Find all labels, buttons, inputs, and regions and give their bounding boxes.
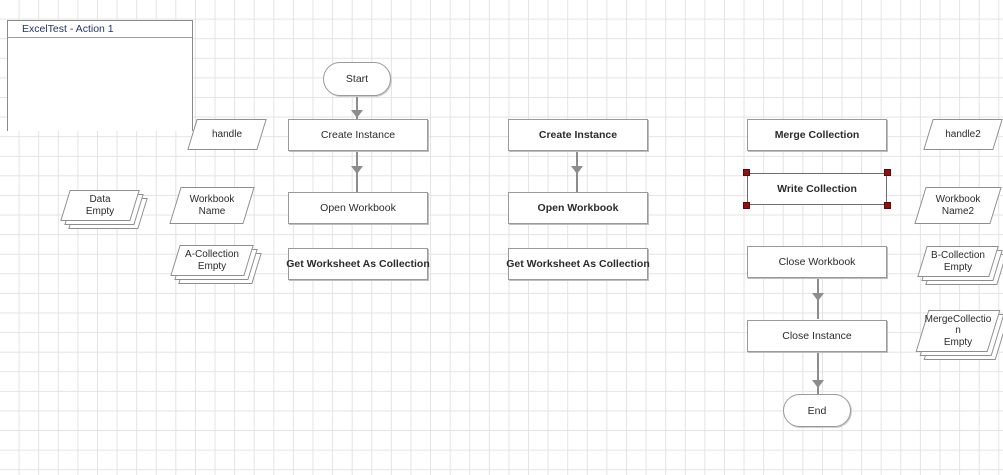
node-col3-write-collection[interactable]: Write Collection	[747, 173, 887, 205]
data-shape-handle2[interactable]: handle2	[923, 119, 1003, 150]
selection-handle-top-left[interactable]	[743, 169, 750, 176]
node-col1-create-instance-label: Create Instance	[320, 128, 396, 141]
node-col2-get-worksheet-as-collection-label: Get Worksheet As Collection	[506, 257, 650, 270]
arrowhead-col2-create-to-open	[571, 166, 583, 174]
data-shape-data-empty-label: Data Empty	[85, 194, 115, 217]
arrowhead-close-instance-to-end	[812, 380, 824, 388]
action-window-body[interactable]	[8, 38, 192, 131]
selection-handle-bottom-right[interactable]	[884, 202, 891, 209]
node-col1-get-worksheet-as-collection-label: Get Worksheet As Collection	[286, 257, 430, 270]
node-col2-create-instance[interactable]: Create Instance	[508, 119, 648, 151]
data-shape-handle2-label: handle2	[945, 128, 981, 140]
data-shape-data-empty[interactable]: Data Empty	[60, 190, 148, 229]
data-shape-handle[interactable]: handle	[187, 119, 267, 150]
node-col1-open-workbook-label: Open Workbook	[320, 201, 396, 214]
node-col2-get-worksheet-as-collection[interactable]: Get Worksheet As Collection	[506, 248, 650, 280]
node-col2-create-instance-label: Create Instance	[538, 128, 618, 141]
node-col1-get-worksheet-as-collection[interactable]: Get Worksheet As Collection	[286, 248, 430, 280]
node-start[interactable]: Start	[323, 62, 391, 96]
node-col2-open-workbook-label: Open Workbook	[537, 201, 619, 214]
node-col3-close-instance[interactable]: Close Instance	[747, 320, 887, 352]
node-col3-close-instance-label: Close Instance	[782, 329, 852, 342]
node-end-label: End	[807, 404, 827, 417]
data-shape-a-collection-label: A-Collection Empty	[185, 249, 239, 272]
node-end[interactable]: End	[783, 394, 851, 427]
connector-close-instance-to-end	[817, 352, 819, 394]
arrowhead-close-workbook-to-close-instance	[812, 293, 824, 301]
data-shape-workbook-name2[interactable]: Workbook Name2	[914, 187, 1002, 224]
selection-handle-top-right[interactable]	[884, 169, 891, 176]
data-shape-workbook-name[interactable]: Workbook Name	[169, 187, 255, 224]
arrowhead-create-instance-to-open-workbook	[351, 166, 363, 174]
node-col3-merge-collection[interactable]: Merge Collection	[747, 119, 887, 151]
data-shape-b-collection-label: B-Collection Empty	[931, 250, 985, 273]
connector-start-to-create-instance	[356, 96, 358, 120]
data-shape-merge-collection-label: MergeCollectio n Empty	[924, 313, 992, 348]
data-shape-a-collection[interactable]: A-Collection Empty	[170, 245, 262, 284]
node-col3-merge-collection-label: Merge Collection	[774, 128, 860, 141]
action-window[interactable]: ExcelTest - Action 1	[7, 20, 193, 131]
selection-handle-bottom-left[interactable]	[743, 202, 750, 209]
data-shape-workbook-name-label: Workbook Name	[189, 194, 235, 217]
data-shape-merge-collection[interactable]: MergeCollectio n Empty	[915, 310, 1003, 360]
data-shape-b-collection[interactable]: B-Collection Empty	[917, 246, 1003, 285]
node-start-label: Start	[345, 73, 369, 85]
node-col3-close-workbook-label: Close Workbook	[778, 255, 856, 268]
node-col1-open-workbook[interactable]: Open Workbook	[288, 192, 428, 224]
node-col2-open-workbook[interactable]: Open Workbook	[508, 192, 648, 224]
node-col1-create-instance[interactable]: Create Instance	[288, 119, 428, 151]
arrowhead-start-to-create-instance	[351, 110, 363, 118]
node-col3-close-workbook[interactable]: Close Workbook	[747, 246, 887, 278]
data-shape-workbook-name2-label: Workbook Name2	[935, 194, 981, 217]
action-window-title: ExcelTest - Action 1	[8, 21, 192, 38]
node-col3-write-collection-label: Write Collection	[777, 182, 857, 195]
data-shape-handle-label: handle	[211, 128, 243, 140]
